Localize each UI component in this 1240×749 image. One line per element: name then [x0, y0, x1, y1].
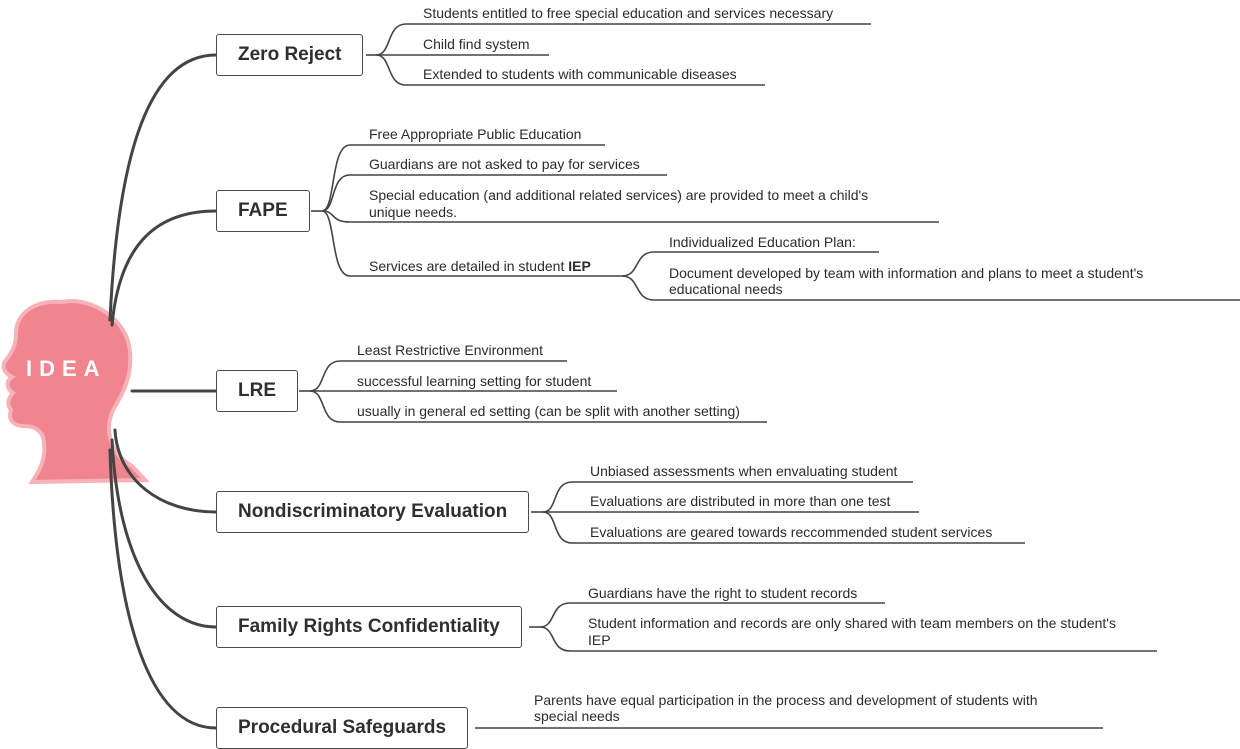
leaf-lre-1: Least Restrictive Environment — [357, 342, 543, 358]
leaf-lre-3: usually in general ed setting (can be sp… — [357, 403, 740, 419]
connector-nondiscriminatory — [113, 428, 218, 514]
leaf-fape-3-line-2: unique needs. — [369, 204, 457, 220]
subleaf-iep-2-line-2: educational needs — [669, 281, 783, 297]
subleaf-iep-2-line-1: Document developed by team with informat… — [669, 265, 1144, 281]
leaf-fape-3-line-1: Special education (and additional relate… — [369, 187, 869, 203]
leaf-procedural-1-line-2: special needs — [534, 708, 620, 724]
leaf-family-rights-2-line-2: IEP — [588, 632, 611, 648]
leaf-zero-reject-2: Child find system — [423, 36, 530, 52]
leaf-family-rights-1: Guardians have the right to student reco… — [588, 585, 858, 601]
leaf-lre-2: successful learning setting for student — [357, 373, 592, 389]
branch-nondiscriminatory-evaluation[interactable]: Nondiscriminatory Evaluation — [216, 491, 530, 533]
leaf-fape-4-text: Services are detailed in student — [369, 258, 569, 274]
branch-fape[interactable]: FAPE — [216, 190, 310, 232]
branch-family-rights-confidentiality[interactable]: Family Rights Confidentiality — [216, 606, 522, 648]
leaf-nondiscriminatory-1: Unbiased assessments when envaluating st… — [590, 463, 898, 479]
leaf-fape-4: Services are detailed in student IEP — [369, 258, 591, 274]
leaf-fape-1: Free Appropriate Public Education — [369, 126, 582, 142]
leaf-zero-reject-3: Extended to students with communicable d… — [423, 66, 737, 82]
leaf-fape-4-emphasis: IEP — [568, 258, 591, 274]
branch-lre[interactable]: LRE — [216, 370, 298, 412]
leaf-zero-reject-1: Students entitled to free special educat… — [423, 5, 834, 21]
connector-family-rights — [110, 438, 218, 629]
connector-zero-reject — [108, 53, 218, 322]
center-topic-label: IDEA — [26, 356, 107, 381]
head-silhouette-icon — [1, 299, 150, 485]
subleaf-iep-1: Individualized Education Plan: — [669, 234, 856, 250]
connector-procedural — [108, 448, 218, 730]
leaf-nondiscriminatory-3: Evaluations are geared towards reccommen… — [590, 524, 993, 540]
leaf-procedural-1-line-1: Parents have equal participation in the … — [534, 692, 1038, 708]
leaf-family-rights-2-line-1: Student information and records are only… — [588, 615, 1116, 631]
connector-fape — [110, 209, 218, 327]
branch-zero-reject[interactable]: Zero Reject — [216, 34, 364, 76]
leaf-fape-2: Guardians are not asked to pay for servi… — [369, 156, 640, 172]
branch-procedural-safeguards[interactable]: Procedural Safeguards — [216, 707, 469, 749]
leaf-nondiscriminatory-2: Evaluations are distributed in more than… — [590, 493, 891, 509]
